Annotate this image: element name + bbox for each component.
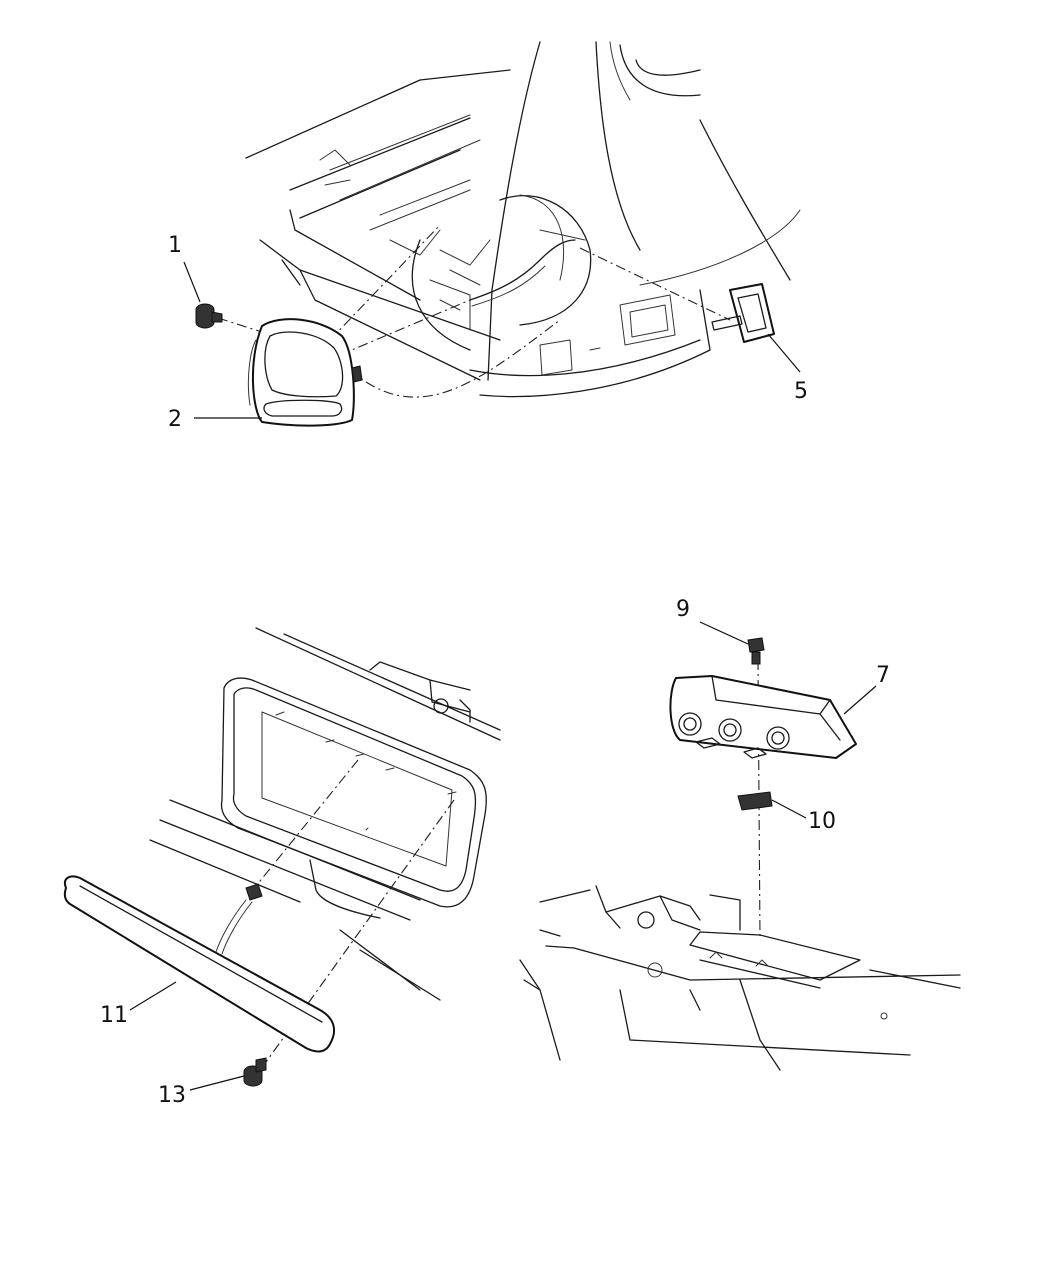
leader-lines-bottom-right: [699, 621, 877, 819]
callout-11: 11: [100, 1003, 128, 1028]
push-fastener-part: [195, 303, 223, 329]
callout-1: 1: [168, 233, 182, 258]
vehicle-rear-body: [245, 41, 801, 398]
lamp-gasket-part: [711, 283, 775, 343]
leader-lines-top: [183, 261, 801, 419]
leader-lines-bottom-left: [129, 981, 245, 1091]
roof-mounting-bracket: [519, 885, 961, 1071]
connector-clip-part: [737, 791, 773, 811]
callout-10: 10: [808, 809, 836, 834]
callout-5: 5: [794, 379, 808, 404]
callout-2: 2: [168, 407, 182, 432]
installation-guide-lines-top: [217, 224, 731, 398]
lamp-screw-part: [243, 1057, 267, 1087]
lamp-housing-part: [669, 675, 857, 759]
callout-7: 7: [876, 663, 890, 688]
callout-labels: 1 2 5 7 9 10 11 13: [100, 233, 890, 1108]
callout-9: 9: [676, 597, 690, 622]
mounting-bolt-part: [747, 637, 765, 665]
callout-13: 13: [158, 1083, 186, 1108]
high-mount-stop-lamp-part: [63, 875, 336, 1053]
liftgate-panel: [149, 627, 501, 1001]
tail-lamp-part: [247, 318, 363, 427]
